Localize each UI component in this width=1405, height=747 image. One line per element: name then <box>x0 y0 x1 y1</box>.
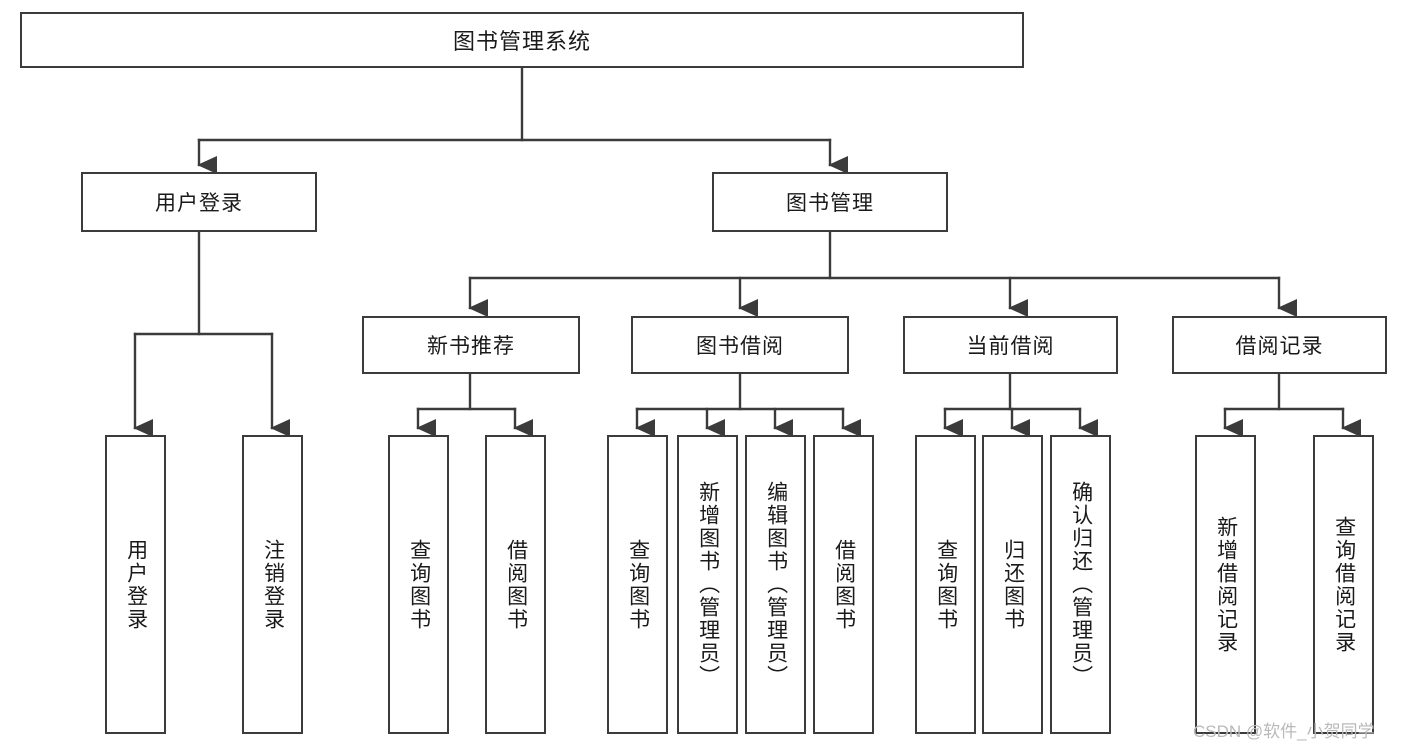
node-label: 新书推荐 <box>427 335 515 358</box>
node-book-borrow[interactable]: 图书借阅 <box>631 316 849 374</box>
node-label: 查询图书 <box>626 538 650 631</box>
leaf-user-login[interactable]: 用户登录 <box>105 435 166 734</box>
node-label: 新增图书（管理员） <box>696 481 720 688</box>
leaf-query-book-borrow[interactable]: 查询图书 <box>607 435 668 734</box>
leaf-edit-book-admin[interactable]: 编辑图书（管理员） <box>745 435 806 734</box>
leaf-logout[interactable]: 注销登录 <box>242 435 303 734</box>
leaf-add-borrow-record[interactable]: 新增借阅记录 <box>1195 435 1256 734</box>
node-user-login[interactable]: 用户登录 <box>81 172 317 232</box>
node-label: 用户登录 <box>124 538 148 631</box>
node-label: 归还图书 <box>1001 538 1025 631</box>
node-borrow-record[interactable]: 借阅记录 <box>1172 316 1387 374</box>
leaf-confirm-return-admin[interactable]: 确认归还（管理员） <box>1050 435 1111 734</box>
node-label: 图书管理系统 <box>452 29 591 54</box>
csdn-watermark: CSDN @软件_小贺同学 <box>1193 722 1375 741</box>
node-label: 查询图书 <box>407 538 431 631</box>
node-label: 借阅记录 <box>1235 335 1324 358</box>
node-label: 确认归还（管理员） <box>1069 481 1093 688</box>
node-label: 查询图书 <box>934 538 958 631</box>
node-label: 图书管理 <box>786 192 874 215</box>
node-label: 借阅图书 <box>832 538 856 631</box>
leaf-add-book-admin[interactable]: 新增图书（管理员） <box>677 435 738 734</box>
node-label: 当前借阅 <box>966 335 1055 358</box>
leaf-query-borrow-record[interactable]: 查询借阅记录 <box>1313 435 1374 734</box>
node-label: 编辑图书（管理员） <box>764 481 788 688</box>
leaf-query-book-recommend[interactable]: 查询图书 <box>388 435 449 734</box>
node-new-book-recommend[interactable]: 新书推荐 <box>362 316 580 374</box>
node-current-borrow[interactable]: 当前借阅 <box>903 316 1118 374</box>
node-label: 查询借阅记录 <box>1332 515 1356 654</box>
leaf-borrow-book[interactable]: 借阅图书 <box>813 435 874 734</box>
leaf-return-book[interactable]: 归还图书 <box>982 435 1043 734</box>
node-label: 用户登录 <box>155 192 243 215</box>
leaf-query-book-current[interactable]: 查询图书 <box>915 435 976 734</box>
node-label: 借阅图书 <box>504 538 528 631</box>
leaf-borrow-book-recommend[interactable]: 借阅图书 <box>485 435 546 734</box>
node-book-management[interactable]: 图书管理 <box>712 172 948 232</box>
node-label: 图书借阅 <box>696 335 784 358</box>
node-label: 新增借阅记录 <box>1214 515 1238 654</box>
node-label: 注销登录 <box>261 538 285 631</box>
node-root-system[interactable]: 图书管理系统 <box>20 12 1024 68</box>
